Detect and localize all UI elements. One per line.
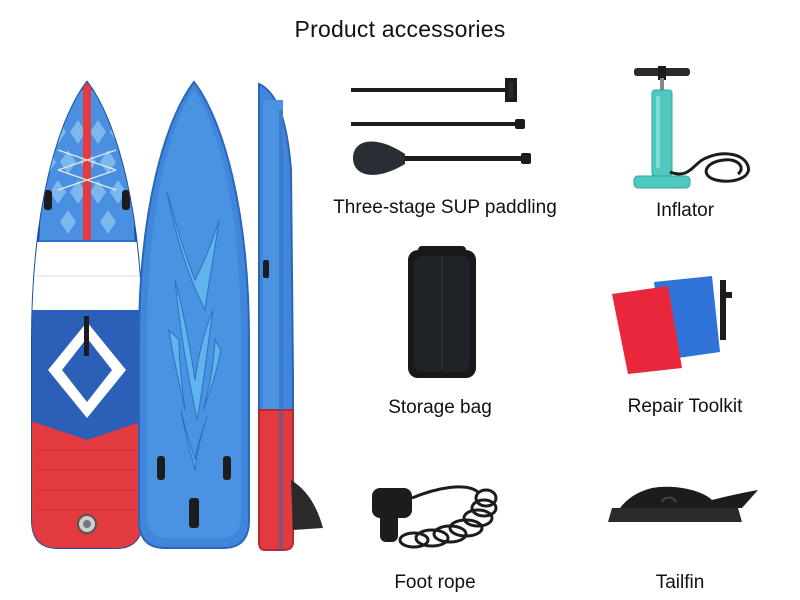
sup-board-bottom-image <box>138 80 250 549</box>
item-label-repair-toolkit: Repair Toolkit <box>627 396 743 417</box>
sup-board-deck-image <box>31 80 143 549</box>
paddle-icon <box>351 78 531 175</box>
item-label-paddle: Three-stage SUP paddling <box>333 197 557 218</box>
item-label-tailfin: Tailfin <box>655 572 705 593</box>
page-title: Product accessories <box>294 16 506 42</box>
bag-icon <box>408 246 476 378</box>
sup-board-side-image <box>258 82 323 551</box>
item-label-storage-bag: Storage bag <box>388 397 492 418</box>
pump-icon <box>633 66 750 189</box>
item-label-inflator: Inflator <box>655 200 715 221</box>
leash-icon <box>372 485 498 549</box>
item-label-foot-rope: Foot rope <box>394 572 476 593</box>
repair-kit-icon <box>612 276 732 374</box>
fin-icon <box>596 486 758 522</box>
